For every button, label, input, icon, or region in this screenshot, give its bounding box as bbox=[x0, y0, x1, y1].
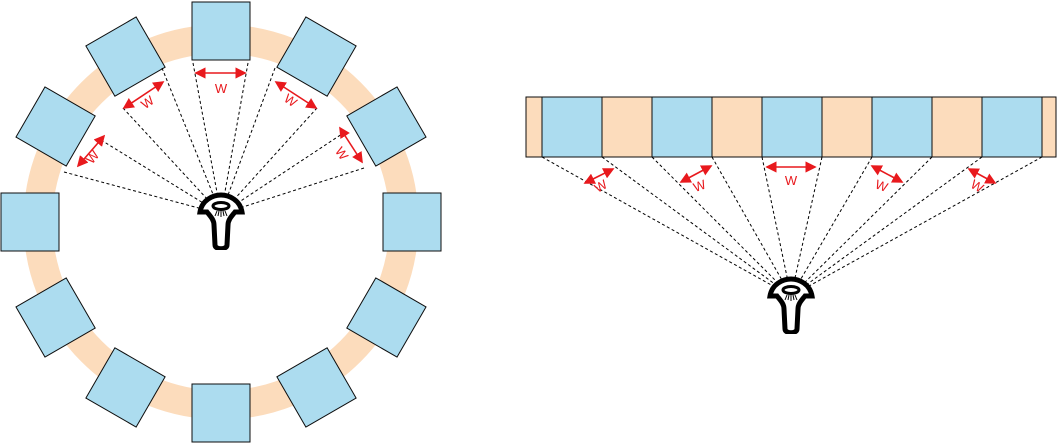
sight-line bbox=[122, 107, 222, 215]
strip-tile bbox=[541, 96, 603, 158]
sight-line bbox=[651, 156, 792, 297]
gap-width-arrow bbox=[967, 168, 997, 184]
gap-width-label: W bbox=[785, 173, 798, 188]
strip-tile bbox=[651, 96, 713, 158]
gap-width-arrow bbox=[339, 126, 363, 164]
strip-tile bbox=[871, 96, 933, 158]
sight-line bbox=[790, 156, 873, 297]
viewer-head-icon bbox=[770, 279, 812, 333]
sight-line bbox=[711, 156, 792, 297]
ring-tiles bbox=[0, 1, 442, 443]
sight-line bbox=[790, 156, 983, 297]
gap-width-label: W bbox=[215, 81, 228, 96]
gap-width-label: W bbox=[281, 91, 300, 111]
sight-line bbox=[790, 156, 1043, 297]
ring-tile bbox=[0, 192, 60, 252]
gap-width-arrow bbox=[76, 134, 106, 168]
strip-tile bbox=[761, 96, 823, 158]
circular-tile-arrangement: W W W W W bbox=[0, 1, 442, 443]
sight-line bbox=[601, 156, 792, 297]
gap-width-label: W bbox=[873, 177, 890, 196]
ring-tile bbox=[85, 347, 166, 428]
ring-tile bbox=[346, 277, 427, 358]
gap-width-label: W bbox=[691, 176, 708, 195]
gap-width-arrow bbox=[583, 168, 615, 184]
sight-line bbox=[220, 131, 346, 215]
gap-width-label: W bbox=[332, 144, 352, 163]
sight-line bbox=[220, 67, 276, 215]
gap-width-arrow bbox=[274, 81, 318, 109]
ring-tile bbox=[191, 383, 251, 443]
gap-width-arrow bbox=[122, 81, 165, 109]
gap-width-label: W bbox=[968, 177, 987, 196]
sight-line bbox=[192, 62, 222, 215]
ring-sightlines bbox=[63, 62, 365, 215]
strip-sightlines bbox=[541, 156, 1043, 297]
ring-tile bbox=[276, 347, 357, 428]
ring-tile bbox=[15, 277, 96, 358]
sight-line bbox=[63, 171, 222, 215]
strip-tile bbox=[981, 96, 1043, 158]
sight-line bbox=[541, 156, 792, 297]
gap-width-label: W bbox=[83, 147, 103, 167]
gap-width-arrow bbox=[679, 165, 713, 183]
strip-tiles bbox=[541, 96, 1043, 158]
gap-width-arrow bbox=[870, 165, 904, 183]
ring-tile bbox=[191, 1, 251, 61]
viewer-head-icon bbox=[200, 195, 242, 249]
sight-line bbox=[161, 67, 222, 215]
sight-line bbox=[220, 62, 249, 215]
sight-line bbox=[220, 107, 318, 215]
sight-line bbox=[790, 156, 823, 297]
ring-tile bbox=[382, 192, 442, 252]
sight-line bbox=[100, 139, 222, 215]
gap-width-label: W bbox=[138, 92, 157, 112]
sight-line bbox=[761, 156, 792, 297]
sight-line bbox=[790, 156, 933, 297]
